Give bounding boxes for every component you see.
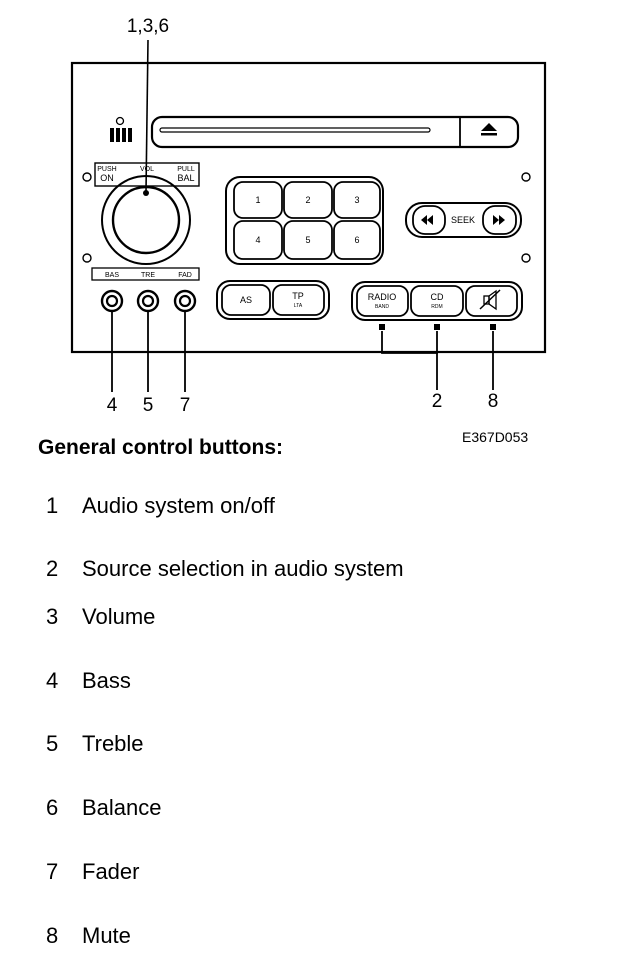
legend-number: 3	[46, 604, 59, 629]
preset-label-3: 3	[354, 195, 359, 205]
tp-sub-label: LTA	[294, 303, 303, 309]
leader-line-source	[381, 331, 438, 354]
rewind-icon	[421, 215, 433, 225]
legend-item: 6 Balance	[0, 795, 640, 825]
legend-text: Source selection in audio system	[82, 556, 404, 581]
legend-text: Volume	[82, 604, 156, 629]
mute-icon	[479, 289, 501, 311]
seek-forward-button[interactable]	[482, 205, 517, 235]
cd-led	[434, 324, 440, 330]
radio-panel	[70, 61, 547, 354]
radio-led	[379, 324, 385, 330]
bas-label: BAS	[105, 272, 119, 279]
radio-sub-label: BAND	[375, 304, 389, 310]
pull-label: PULL	[177, 166, 195, 173]
section-heading: General control buttons:	[38, 436, 284, 459]
screw	[521, 253, 531, 263]
radio-label: RADIO	[368, 292, 397, 302]
bass-knob[interactable]	[100, 289, 124, 313]
volume-knob[interactable]	[101, 175, 191, 265]
cd-logo-icon	[110, 116, 132, 142]
mute-led	[490, 324, 496, 330]
tp-label: TP	[292, 291, 304, 301]
legend-number: 4	[46, 668, 59, 693]
tp-button[interactable]	[272, 284, 325, 316]
tre-label: TRE	[141, 272, 155, 279]
legend-item: 8 Mute	[0, 923, 640, 953]
as-tp-block	[216, 280, 330, 320]
legend-item: 1 Audio system on/off	[0, 493, 640, 523]
as-label: AS	[240, 295, 252, 305]
seek-label: SEEK	[451, 215, 475, 225]
legend-number: 2	[46, 556, 59, 581]
source-block	[351, 281, 523, 321]
preset-label-1: 1	[255, 195, 260, 205]
legend-item: 2 Source selection in audio system	[0, 556, 640, 586]
as-button[interactable]	[221, 284, 271, 316]
callout-4: 4	[107, 395, 118, 416]
screw	[521, 172, 531, 182]
legend-number: 7	[46, 859, 59, 884]
preset-button-2[interactable]	[283, 181, 333, 219]
callout-line-top	[145, 39, 149, 193]
preset-button-4[interactable]	[233, 220, 283, 260]
preset-label-5: 5	[305, 235, 310, 245]
preset-label-4: 4	[255, 235, 260, 245]
mute-button[interactable]	[465, 285, 518, 317]
eject-icon	[481, 123, 497, 131]
radio-panel-diagram: 1,3,6 PUSH ON VOL PULL BAL BAS TRE FAD	[70, 16, 547, 416]
screw	[82, 253, 92, 263]
legend-text: Mute	[82, 923, 131, 948]
legend-number: 1	[46, 493, 59, 518]
legend-item: 4 Bass	[0, 668, 640, 698]
preset-block	[225, 176, 384, 265]
callout-7: 7	[180, 395, 191, 416]
push-label: PUSH	[97, 166, 116, 173]
fad-label: FAD	[178, 272, 192, 279]
callout-top: 1,3,6	[127, 16, 169, 37]
screw	[82, 172, 92, 182]
treble-knob[interactable]	[136, 289, 160, 313]
bal-label: BAL	[177, 173, 194, 183]
seek-back-button[interactable]	[412, 205, 446, 235]
legend-text: Fader	[82, 859, 140, 884]
legend-text: Treble	[82, 731, 144, 756]
preset-label-2: 2	[305, 195, 310, 205]
on-label: ON	[100, 173, 114, 183]
cd-button[interactable]	[410, 285, 464, 317]
legend-text: Balance	[82, 795, 162, 820]
figure-code: E367D053	[462, 429, 529, 445]
legend-text: Bass	[82, 668, 131, 693]
callout-8: 8	[488, 391, 499, 412]
cd-slot-opening	[159, 127, 431, 133]
legend-number: 5	[46, 731, 59, 756]
callout-2: 2	[432, 391, 443, 412]
preset-button-1[interactable]	[233, 181, 283, 219]
legend-item: 5 Treble	[0, 731, 640, 761]
cd-sub-label: RDM	[431, 304, 442, 310]
tone-label-box	[91, 267, 200, 281]
legend-number: 6	[46, 795, 59, 820]
eject-button[interactable]	[481, 123, 497, 136]
legend-number: 8	[46, 923, 59, 948]
preset-button-6[interactable]	[333, 220, 381, 260]
radio-button[interactable]	[356, 285, 409, 317]
fader-knob[interactable]	[173, 289, 197, 313]
vol-label: VOL	[140, 166, 154, 173]
preset-label-6: 6	[354, 235, 359, 245]
seek-rocker	[405, 202, 522, 238]
cd-slot[interactable]	[150, 115, 520, 149]
preset-button-5[interactable]	[283, 220, 333, 260]
legend-item: 3 Volume	[0, 604, 640, 634]
cd-label: CD	[431, 292, 444, 302]
legend-text: Audio system on/off	[82, 493, 275, 518]
legend-item: 7 Fader	[0, 859, 640, 889]
preset-button-3[interactable]	[333, 181, 381, 219]
knob-indicator	[143, 190, 149, 196]
fast-forward-icon	[493, 215, 505, 225]
callout-5: 5	[143, 395, 154, 416]
